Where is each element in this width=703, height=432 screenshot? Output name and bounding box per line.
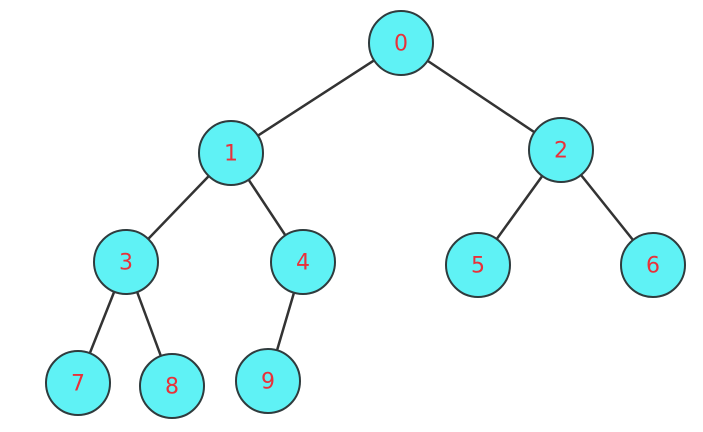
- node-circle: [139, 353, 205, 419]
- node-circle: [620, 232, 686, 298]
- node-circle: [445, 232, 511, 298]
- tree-nodes: 0 1 2 3 4 5 6 7 8 9: [45, 10, 686, 419]
- node-circle: [368, 10, 434, 76]
- node-label: 5: [471, 254, 485, 279]
- node-circle: [45, 350, 111, 416]
- node-label: 6: [646, 254, 660, 279]
- node-label: 1: [224, 142, 238, 167]
- node-label: 9: [261, 370, 275, 395]
- tree-node-0: 0: [368, 10, 434, 76]
- node-label: 8: [165, 375, 179, 400]
- tree-node-1: 1: [198, 120, 264, 186]
- node-label: 3: [119, 251, 133, 276]
- tree-edges: [76, 41, 654, 387]
- tree-node-9: 9: [235, 348, 301, 414]
- node-circle: [528, 117, 594, 183]
- node-label: 0: [394, 32, 408, 57]
- node-label: 4: [296, 251, 310, 276]
- node-circle: [93, 229, 159, 295]
- node-circle: [198, 120, 264, 186]
- node-circle: [235, 348, 301, 414]
- node-circle: [270, 229, 336, 295]
- tree-node-5: 5: [445, 232, 511, 298]
- tree-node-6: 6: [620, 232, 686, 298]
- tree-node-8: 8: [139, 353, 205, 419]
- tree-node-7: 7: [45, 350, 111, 416]
- tree-node-3: 3: [93, 229, 159, 295]
- edge-0-1: [230, 41, 402, 155]
- node-label: 7: [71, 372, 85, 397]
- node-label: 2: [554, 139, 568, 164]
- tree-node-4: 4: [270, 229, 336, 295]
- tree-node-2: 2: [528, 117, 594, 183]
